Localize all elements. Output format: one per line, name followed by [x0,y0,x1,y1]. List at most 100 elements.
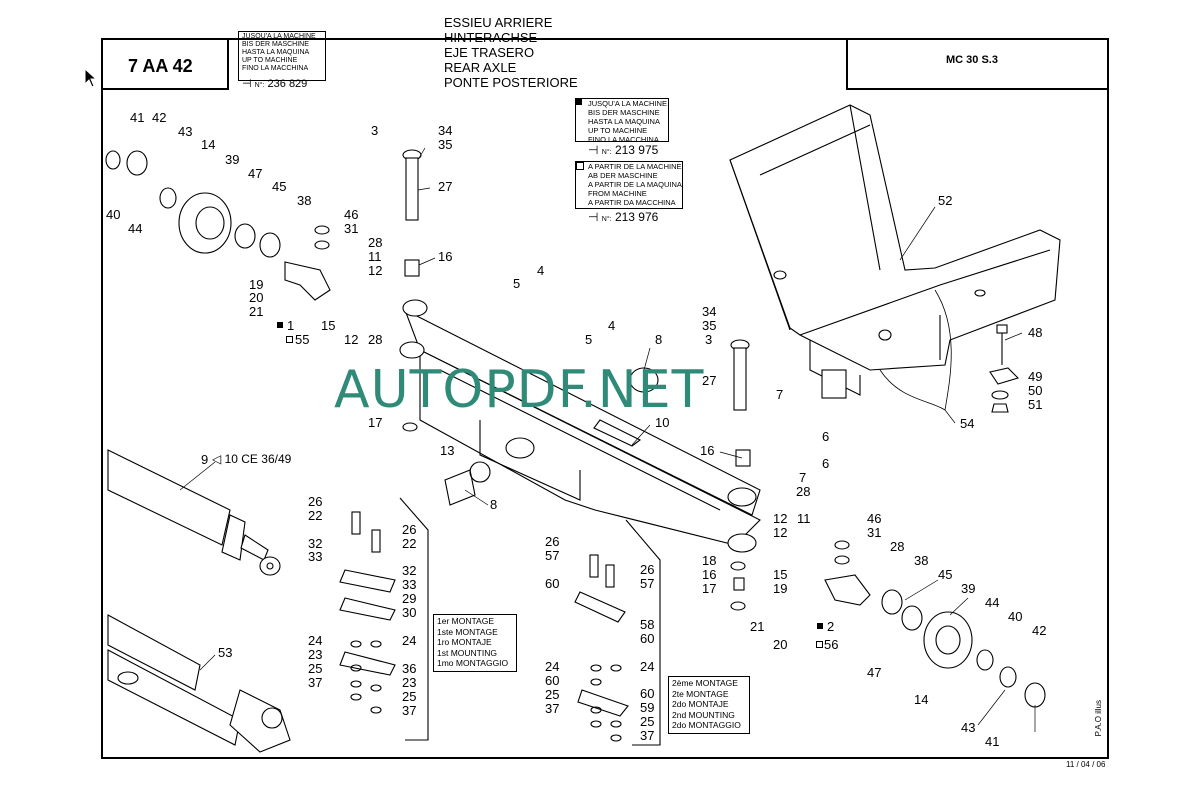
title-line: PONTE POSTERIORE [444,75,578,90]
arrow-icon: ⊣ [588,143,599,157]
callout: 30 [402,605,417,620]
callout: 28 [368,332,383,347]
callout: 16 [702,567,717,582]
note-from-box [575,161,683,209]
callout: 3 [371,123,379,138]
callout: 31 [344,221,359,236]
note-line: A PARTIR DE LA MACHINE [588,162,682,171]
callout: 57 [545,548,560,563]
callout: 25 [402,689,417,704]
validity-line: HASTA LA MAQUINA [242,49,310,56]
code-box [101,38,229,90]
note-line: UP TO MACHINE [588,126,648,135]
mounting-line: 2ème MONTAGE [672,678,738,688]
mounting-line: 2do MONTAGGIO [672,720,741,730]
callout: 24 [640,659,655,674]
filled-square-icon [575,98,582,105]
callout: 40 [1008,609,1023,624]
left-steering-knuckle [284,225,331,301]
callout: 13 [440,443,455,458]
note-line: JUSQU'A LA MACHINE [588,99,667,108]
callout: 42 [1032,623,1047,638]
callout: 31 [867,525,882,540]
callout: 24 [545,659,560,674]
callout: 16 [438,249,453,264]
callout: 44 [128,221,143,236]
callout: 15 [321,318,336,333]
footer-date: 11 / 04 / 06 [1066,760,1106,769]
callout: 5 [585,332,593,347]
callout: 32 [402,563,417,578]
callout: 37 [308,675,323,690]
note-line: A PARTIR DE LA MAQUINA [588,180,682,189]
axle-beam [399,299,761,553]
callout: 54 [960,416,975,431]
callout: 17 [702,581,717,596]
mounting-bolt [989,324,1020,413]
group-brackets [399,497,661,746]
note-upto-text: JUSQU'A LA MACHINE BIS DER MASCHINE HAST… [588,99,667,144]
left-wheel-hub [105,150,281,258]
callout: 12 [344,332,359,347]
callout: 23 [402,675,417,690]
callout: 56 [824,637,839,652]
callout: 8 [655,332,663,347]
callout: 20 [249,290,264,305]
king-pins [402,149,751,467]
callout: 44 [985,595,1000,610]
second-mounting-box [668,676,750,734]
mounting-line: 1mo MONTAGGIO [437,658,509,668]
callout: 50 [1028,383,1043,398]
callout: 28 [890,539,905,554]
callout: 39 [225,152,240,167]
empty-square-icon [816,641,823,648]
callout: 15 [773,567,788,582]
callout: 11 [368,249,382,264]
bushings [444,367,659,506]
callout: 38 [297,193,312,208]
callout: 26 [308,494,323,509]
mounting-line: 1ste MONTAGE [437,626,498,637]
chassis-frame [729,104,1061,399]
triangle-pointer-icon: ◁ [212,452,222,466]
callout: 21 [750,619,765,634]
serial-prefix: N°: [601,149,612,156]
mouse-cursor-icon [84,67,98,93]
callout: 52 [938,193,953,208]
callout: 27 [702,373,717,388]
model-box [846,38,1109,90]
title-line: ESSIEU ARRIERE [444,15,553,30]
callout: 17 [368,415,383,430]
filled-square-icon [817,623,823,629]
callout: 25 [640,714,655,729]
callout: 32 [308,536,323,551]
callout: 28 [796,484,811,499]
title-line: HINTERACHSE [444,30,538,45]
mounting-line: 2te MONTAGE [672,688,729,699]
callout: 37 [640,728,655,743]
callout: 2 [827,619,835,634]
note-line: BIS DER MASCHINE [588,108,660,117]
callout: 21 [249,304,264,319]
callout: 16 [700,443,715,458]
callout: 38 [914,553,929,568]
callout: 47 [248,166,263,181]
callout: 60 [640,631,655,646]
callout: 5 [513,276,521,291]
serial-prefix: N°: [601,216,612,223]
callout: 37 [545,701,560,716]
callout: 40 [106,207,121,222]
callout: 8 [490,497,498,512]
callout: 22 [402,536,417,551]
callout: 43 [178,124,193,139]
serial-prefix: N°: [254,82,265,89]
callout: 28 [368,235,383,250]
callout: 51 [1028,397,1043,412]
mounting-line: 2do MONTAJE [672,699,729,709]
callout: 41 [985,734,1000,749]
drawing-code: 7 AA 42 [128,56,193,76]
callout: 1 [287,318,295,333]
callout: 35 [702,318,717,333]
reference-text: 10 CE 36/49 [224,452,292,466]
validity-line: UP TO MACHINE [242,57,298,64]
